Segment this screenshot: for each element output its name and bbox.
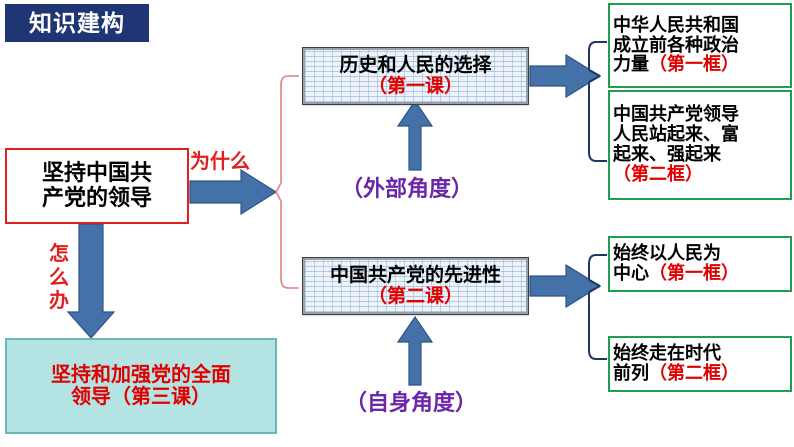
arrow-external-up <box>396 99 434 171</box>
frame-text-black: 力量 <box>613 54 649 75</box>
arrow-main-right <box>189 168 278 216</box>
page-title-banner: 知识建构 <box>5 4 149 42</box>
arrow-lesson1-right <box>529 53 602 99</box>
frame-text-line: 始终以人民为 <box>613 243 739 264</box>
frame-text-line: 人民站起来、富 <box>613 124 739 145</box>
frame-text-black: 中华人民共和国 <box>613 14 739 35</box>
frame-text-black: 人民站起来、富 <box>613 124 739 145</box>
label-external-angle: （外部角度） <box>341 176 474 201</box>
page-title: 知识建构 <box>29 9 125 36</box>
box-core-claim-line1: 坚持中国共 <box>41 160 152 186</box>
box-frame3-people-centered[interactable]: 始终以人民为中心（第一框） <box>608 236 792 292</box>
arrow-lesson2-right <box>529 263 602 309</box>
frame-text-line: 起来、强起来 <box>613 144 739 165</box>
frame-text-red: （第二框） <box>649 363 739 383</box>
frame-text-line: 中国共产党领导 <box>613 105 739 125</box>
frame-text-black: 中国共产党领导 <box>613 104 739 125</box>
arrow-internal-up <box>396 315 434 386</box>
frame-text-black: 起来、强起来 <box>613 144 721 164</box>
frame-text-line: 成立前各种政治 <box>613 34 739 56</box>
box-core-claim[interactable]: 坚持中国共 产党的领导 <box>5 148 189 224</box>
box-lesson2-subtitle: （第二课） <box>367 286 463 307</box>
box-frame1-political-forces[interactable]: 中华人民共和国成立前各种政治力量（第一框） <box>608 3 792 88</box>
frame-text-black: 始终走在时代 <box>613 343 721 364</box>
box-lesson2-title: 中国共产党的先进性 <box>329 264 501 286</box>
box-lesson3-line1: 坚持和加强党的全面 <box>51 363 231 386</box>
box-frame3-text: 始终以人民为中心（第一框） <box>613 243 739 284</box>
box-lesson3-line2: 领导（第三课） <box>71 386 211 408</box>
frame-text-black: 始终以人民为 <box>613 243 721 264</box>
box-lesson3[interactable]: 坚持和加强党的全面 领导（第三课） <box>5 338 277 434</box>
frame-text-black: 前列 <box>613 363 649 383</box>
box-lesson1-title: 历史和人民的选择 <box>339 54 492 76</box>
frame-text-line: 中心（第一框） <box>613 263 739 284</box>
frame-text-line: 中华人民共和国 <box>613 14 739 36</box>
label-internal-angle: （自身角度） <box>345 390 478 415</box>
label-how: 怎 么 办 <box>48 243 70 314</box>
label-why: 为什么 <box>190 151 250 173</box>
frame-text-line: 前列（第二框） <box>613 363 739 384</box>
box-frame2-cpc-leadership[interactable]: 中国共产党领导人民站起来、富起来、强起来（第二框） <box>608 90 792 200</box>
box-core-claim-line2: 产党的领导 <box>41 185 152 210</box>
box-lesson1-subtitle: （第一课） <box>367 76 463 97</box>
box-lesson1[interactable]: 历史和人民的选择 （第一课） <box>302 47 529 105</box>
bracket-navy-bottom <box>588 254 607 360</box>
frame-text-line: 始终走在时代 <box>613 343 739 364</box>
box-frame4-forefront-of-times[interactable]: 始终走在时代前列（第二框） <box>608 336 792 392</box>
frame-text-black: 成立前各种政治 <box>613 34 739 55</box>
box-frame4-text: 始终走在时代前列（第二框） <box>613 343 739 384</box>
bracket-red-split <box>275 75 299 289</box>
frame-text-line: （第二框） <box>613 163 739 185</box>
frame-text-red: （第二框） <box>613 163 703 184</box>
label-how-char2: 么 <box>49 266 69 289</box>
frame-text-black: 中心 <box>613 263 649 283</box>
frame-text-red: （第一框） <box>649 263 739 283</box>
label-how-char3: 办 <box>49 290 69 313</box>
frame-text-line: 力量（第一框） <box>613 54 739 75</box>
box-frame1-text: 中华人民共和国成立前各种政治力量（第一框） <box>613 14 739 75</box>
box-frame2-text: 中国共产党领导人民站起来、富起来、强起来（第二框） <box>613 105 739 184</box>
frame-text-red: （第一框） <box>649 54 739 75</box>
box-lesson2[interactable]: 中国共产党的先进性 （第二课） <box>302 257 529 315</box>
arrow-main-down <box>66 223 116 339</box>
bracket-navy-top <box>588 41 607 162</box>
label-how-char1: 怎 <box>49 243 69 265</box>
